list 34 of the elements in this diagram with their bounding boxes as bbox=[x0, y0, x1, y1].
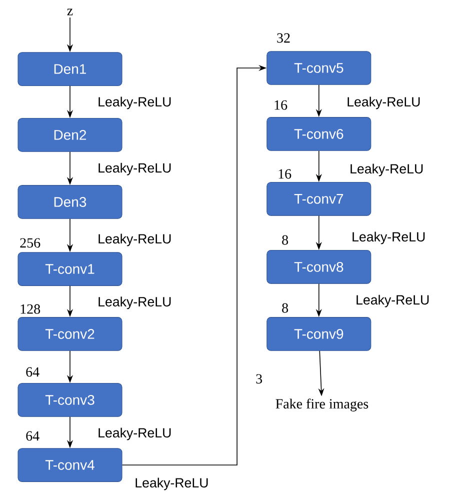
layer-box: T-conv2 bbox=[18, 317, 122, 351]
layer-box: T-conv5 bbox=[266, 51, 372, 85]
channel-count: 16 bbox=[278, 169, 292, 179]
layer-box: Den2 bbox=[18, 118, 122, 152]
channel-count: 64 bbox=[26, 431, 40, 441]
edge-label: Leaky-ReLU bbox=[98, 296, 171, 310]
channel-count: 64 bbox=[26, 367, 40, 377]
edge-label: Leaky-ReLU bbox=[98, 96, 171, 110]
channel-count: 128 bbox=[20, 304, 40, 314]
edge-label: Leaky-ReLU bbox=[98, 428, 171, 440]
layer-box: Den3 bbox=[18, 185, 122, 219]
edge-label: Leaky-ReLU bbox=[136, 478, 208, 490]
layer-box: T-conv9 bbox=[266, 317, 372, 351]
layer-box: T-conv1 bbox=[18, 252, 122, 286]
edge-label: Leaky-ReLU bbox=[98, 162, 171, 176]
edge-label: Leaky-ReLU bbox=[350, 164, 423, 176]
channel-count: 8 bbox=[282, 303, 288, 313]
layer-box: Den1 bbox=[18, 52, 122, 86]
edge-label: Leaky-ReLU bbox=[356, 294, 429, 308]
channel-count: 8 bbox=[282, 235, 288, 245]
channel-count: 32 bbox=[277, 33, 290, 43]
channel-count: 16 bbox=[274, 100, 288, 110]
layer-box: T-conv4 bbox=[18, 448, 122, 482]
edge-label: Leaky-ReLU bbox=[98, 234, 171, 246]
node-text: z bbox=[67, 8, 73, 16]
layer-box: T-conv7 bbox=[266, 182, 372, 216]
layer-box: T-conv8 bbox=[266, 250, 372, 284]
node-text: Fake fire images bbox=[276, 398, 368, 412]
edge-label: Leaky-ReLU bbox=[352, 232, 425, 244]
channel-count: 256 bbox=[20, 238, 40, 248]
layer-box: T-conv3 bbox=[18, 383, 122, 417]
layer-box: T-conv6 bbox=[266, 117, 372, 151]
channel-count: 3 bbox=[256, 374, 262, 384]
edge-label: Leaky-ReLU bbox=[348, 96, 420, 110]
